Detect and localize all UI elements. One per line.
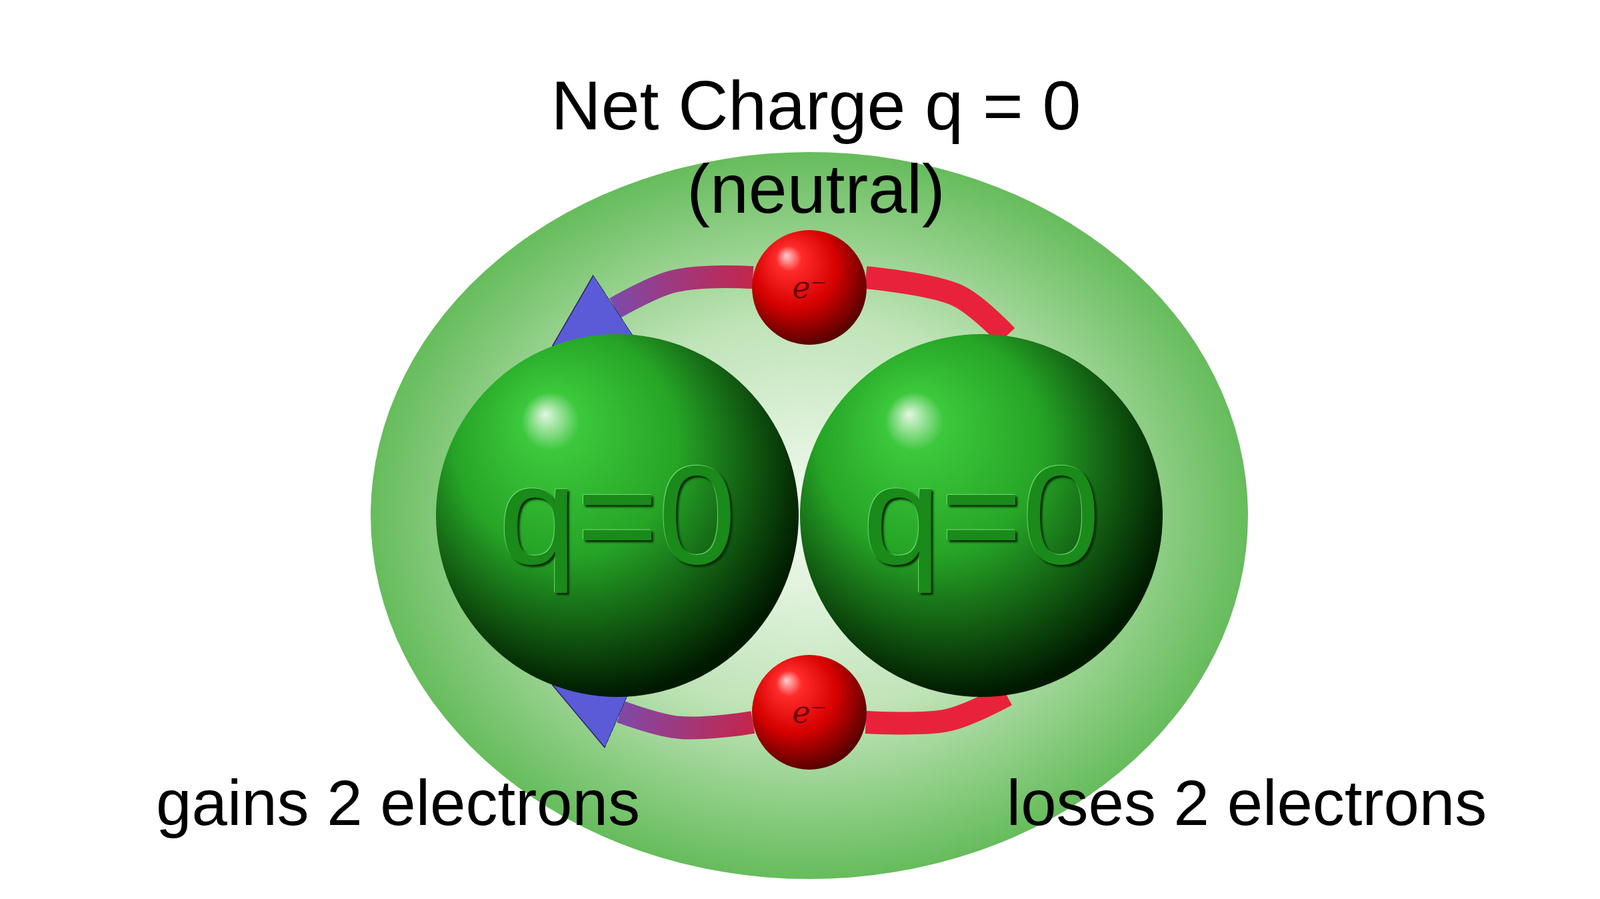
charge-label: q=0: [498, 445, 736, 586]
caption-label: loses 2 electrons: [1006, 767, 1487, 838]
electron-symbol: e⁻: [792, 272, 827, 303]
heading-text: (neutral): [686, 150, 945, 227]
atom-sphere: q=0: [436, 334, 799, 697]
electron-ball: e⁻: [752, 230, 867, 345]
transfer-band: [866, 694, 1007, 723]
transfer-arrow: [552, 276, 754, 346]
electron-circle: [752, 230, 867, 345]
atom-sphere: q=0: [800, 334, 1163, 697]
electron-circle: [752, 654, 867, 770]
sphere-circle: [436, 334, 799, 697]
sphere-circle: [800, 334, 1163, 697]
charge-label: q=0: [862, 445, 1100, 586]
heading-text: Net Charge q = 0: [551, 67, 1082, 144]
electron-ball: e⁻: [752, 654, 867, 770]
caption-label: gains 2 electrons: [156, 767, 640, 838]
electron-symbol: e⁻: [792, 696, 827, 728]
transfer-band: [866, 277, 1007, 336]
